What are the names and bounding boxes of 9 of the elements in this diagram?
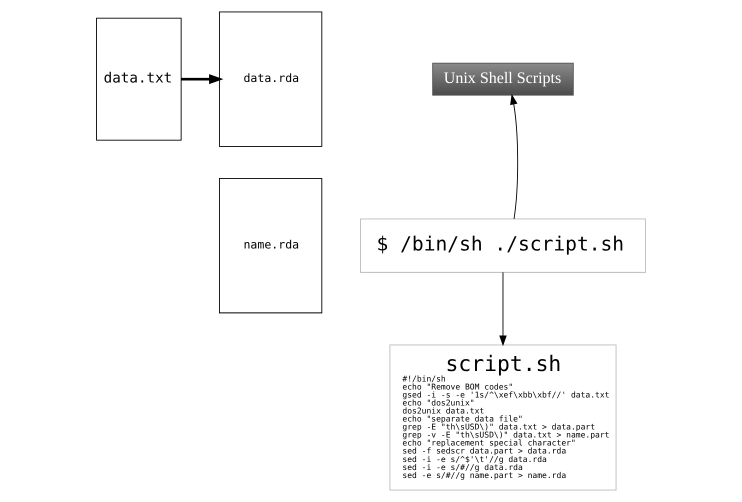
node-box: data.rda [218,12,322,147]
arrow [499,272,507,346]
node-box: name.rda [218,178,322,314]
arrow [510,94,518,220]
node-box: Unix Shell Scripts [432,62,574,96]
node-box: script.sh #!/bin/sh echo "Remove BOM codes" gsed -i -s -e '1s/^\xef\xbb\xbf//' data.txt echo "dos2unix" dos2unix data.txt echo "separate data file" grep -E "th\sUSD\)" data.txt > data.part grep -v -E "th\sUSD\)" data.txt > name.part echo "replacement special character" sed -f sedscr data.part > data.rda sed -i -e s/^$'\t'//g data.rda sed -i -e s/#//g data.rda sed -e s/#//g name.part > name.rda [389,344,616,490]
node-box: $ /bin/sh ./script.sh [360,218,646,273]
node-box: data.txt [96,18,182,141]
arrow [181,74,224,84]
